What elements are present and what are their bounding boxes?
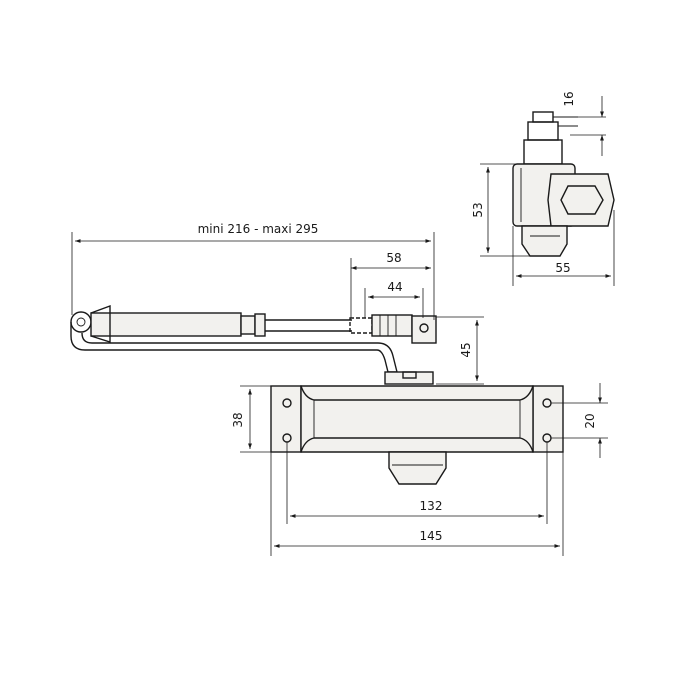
dim-holes-vertical: 20: [583, 413, 597, 428]
dim-arm-span: mini 216 - maxi 295: [198, 222, 319, 236]
hex-nut-icon: [560, 185, 604, 215]
arm-fixing-hole: [419, 323, 429, 333]
dim-body-height: 38: [231, 412, 245, 427]
dim-arm-44: 44: [387, 280, 402, 294]
body-left-plate: [270, 385, 302, 453]
side-view-spindle-collar: [523, 139, 563, 165]
side-view: [512, 111, 615, 257]
body-right-plate: [532, 385, 564, 453]
side-view-top-clip: [532, 111, 554, 123]
side-view-fixing-block: [527, 121, 559, 141]
arm-assembly: [70, 304, 437, 385]
side-view-dimensions: 16 53 55: [471, 91, 615, 286]
side-view-hex-boss: [547, 173, 615, 227]
dim-side-top: 16: [562, 91, 576, 106]
dim-side-width: 55: [555, 261, 570, 275]
arm-coupling: [240, 315, 256, 335]
dim-arm-height: 45: [459, 342, 473, 357]
dim-holes-horizontal: 132: [420, 499, 443, 513]
arm-rod-sleeve: [90, 312, 242, 337]
side-view-nose: [521, 225, 568, 257]
arm-slider: [371, 314, 413, 337]
closer-body: [270, 385, 564, 485]
arm-dimensions: mini 216 - maxi 295 58 44 45: [71, 222, 484, 385]
arm-pivot-eye: [70, 311, 92, 333]
body-dimensions: 38 20 132 145: [231, 383, 608, 556]
body-bottom-nose: [388, 451, 447, 485]
dim-side-height: 53: [471, 202, 485, 217]
arm-coupling-nut: [254, 313, 266, 337]
arm-adjuster: [349, 317, 373, 334]
dim-arm-58: 58: [386, 251, 401, 265]
body-casing: [300, 385, 534, 453]
dim-body-length: 145: [420, 529, 443, 543]
arm-head-bracket: [411, 315, 437, 344]
fixing-hole-icon: [282, 398, 292, 408]
